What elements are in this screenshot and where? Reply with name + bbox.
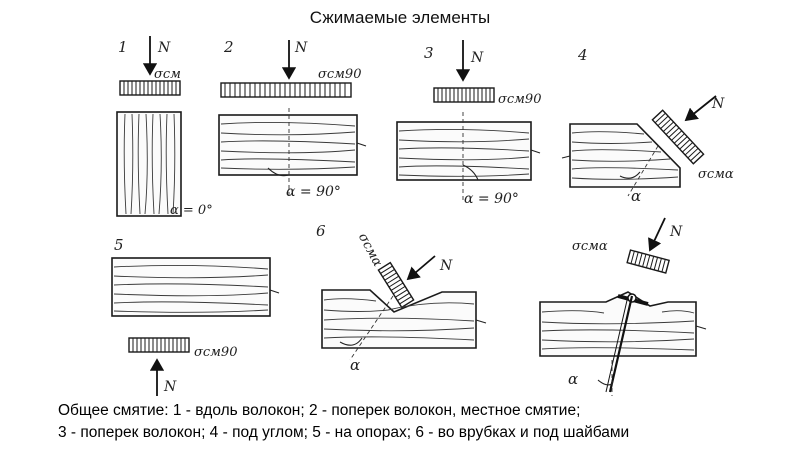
- bearing-plate-3: [433, 87, 495, 103]
- bearing-plate-5: [128, 337, 190, 353]
- bolt-edge: [605, 295, 629, 393]
- angle-arc-3: [462, 164, 479, 181]
- stress-label-5: σсм90: [194, 345, 237, 360]
- axis-line-4: [627, 145, 659, 197]
- angle-label-6: α: [350, 356, 360, 374]
- beam-end-mark-5: [269, 289, 280, 294]
- beam-end-mark-3: [530, 149, 541, 154]
- beam-end-mark-4: [561, 155, 571, 159]
- axis-line-6: [349, 295, 394, 361]
- diagram-title: Сжимаемые элементы: [309, 8, 491, 27]
- wood-notch-beam-6: [321, 289, 477, 349]
- stress-label-4: σсмα: [698, 167, 734, 182]
- stress-label-3: σсм90: [498, 92, 541, 107]
- angle-label-3: α = 90°: [464, 191, 519, 207]
- beam-end-mark-7: [695, 325, 707, 330]
- angle-arc-4: [619, 171, 641, 179]
- force-arrow-4: [684, 95, 717, 122]
- wood-grain-6: [323, 298, 475, 341]
- wood-beam-2: [218, 114, 358, 176]
- wood-beam-4: [569, 123, 681, 188]
- panel-number-1: 1: [118, 38, 128, 56]
- plate-hatch-3: [437, 88, 491, 102]
- stress-label-2: σсм90: [318, 67, 361, 82]
- panel-7: σсмα N α: [539, 217, 707, 396]
- stress-label-1: σсм: [154, 67, 181, 82]
- stress-label-6: σсмα: [355, 231, 385, 270]
- panel-5: 5 σсм90 N: [111, 236, 280, 396]
- angle-label-2: α = 90°: [286, 184, 341, 200]
- angle-arc-6: [339, 337, 363, 346]
- force-label-2: N: [294, 40, 308, 56]
- panel-4: 4 N σсмα α: [561, 46, 734, 205]
- bearing-plate-6: [377, 261, 415, 309]
- panel-3: 3 N σсм90 α = 90°: [396, 40, 541, 207]
- beam-end-mark-2: [356, 142, 367, 147]
- wood-grain-3: [398, 128, 530, 177]
- angle-arc-2: [267, 167, 290, 177]
- force-label-5: N: [163, 379, 177, 395]
- plate-hatch-5: [132, 338, 186, 352]
- wood-beam-5: [111, 257, 271, 317]
- plate-hatch-1: [123, 81, 177, 95]
- wood-beam-3: [396, 121, 532, 181]
- panel-number-6: 6: [316, 222, 326, 240]
- panel-6: 6 σсмα N α: [316, 222, 487, 374]
- caption: Общее смятие: 1 - вдоль волокон; 2 - поп…: [58, 400, 629, 444]
- wood-grain-4: [571, 131, 679, 180]
- bearing-plate-7: [626, 249, 670, 274]
- stress-label-7: σсмα: [572, 239, 608, 254]
- compression-elements-diagram: 1 N σсм α = 0° 2 N σсм90: [111, 36, 734, 396]
- wood-post-1: [116, 111, 182, 217]
- force-label-1: N: [157, 40, 171, 56]
- caption-line-2: 3 - поперек волокон; 4 - под углом; 5 - …: [58, 424, 630, 441]
- panel-number-5: 5: [114, 236, 124, 254]
- bearing-plate-2: [220, 82, 352, 98]
- force-label-7: N: [669, 224, 683, 240]
- force-label-4: N: [711, 96, 725, 112]
- angle-label-7: α: [568, 370, 578, 388]
- bolt: [608, 295, 634, 393]
- angle-label-4: α: [631, 187, 641, 205]
- force-arrow-6: [406, 255, 436, 281]
- panel-number-3: 3: [424, 44, 434, 62]
- plate-hatch-2: [224, 83, 346, 97]
- force-arrow-7: [648, 217, 666, 252]
- wood-grain-2: [220, 121, 356, 170]
- wood-grain-1: [123, 113, 176, 215]
- angle-arc-7: [597, 379, 613, 386]
- caption-line-1: Общее смятие: 1 - вдоль волокон; 2 - поп…: [58, 402, 581, 419]
- bearing-plate-4: [651, 109, 705, 165]
- panel-1: 1 N σсм α = 0°: [116, 36, 213, 218]
- panel-number-2: 2: [223, 38, 234, 56]
- panel-number-4: 4: [577, 46, 588, 64]
- wood-grain-5: [113, 264, 269, 313]
- panel-2: 2 N σсм90 α = 90°: [218, 38, 367, 200]
- bearing-plate-1: [119, 80, 181, 96]
- angle-label-1: α = 0°: [170, 203, 213, 218]
- wood-grain-7: [541, 310, 695, 351]
- force-label-6: N: [439, 258, 453, 274]
- beam-end-mark-6: [475, 319, 487, 324]
- force-label-3: N: [470, 50, 484, 66]
